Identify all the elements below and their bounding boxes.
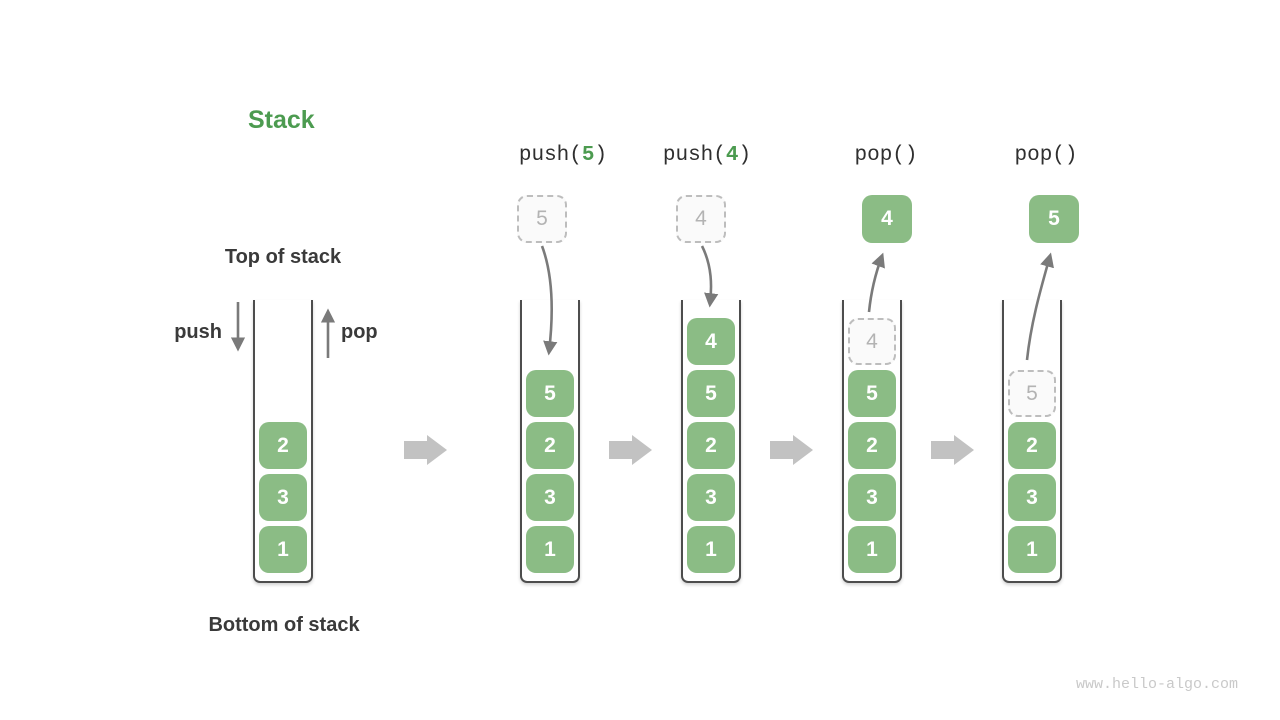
diagram-title: Stack [248,106,315,134]
operation-label-push-4: push(4) [617,144,797,167]
op-suffix: ) [738,144,752,167]
stack-element: 2 [259,422,307,469]
stack-element-ghost: 4 [848,318,896,365]
stack-element: 1 [848,526,896,573]
popped-element-4: 4 [862,195,912,243]
stack-element: 1 [526,526,574,573]
op-prefix: pop( [854,144,905,167]
stack-element: 3 [848,474,896,521]
incoming-element-4: 4 [676,195,726,243]
stack-element: 2 [526,422,574,469]
stack-element: 5 [526,370,574,417]
popped-element-5: 5 [1029,195,1079,243]
watermark: www.hello-algo.com [1075,676,1238,693]
push-label: push [174,321,222,343]
stack-element: 2 [687,422,735,469]
flow-arrow-1 [404,435,447,465]
operation-label-push-5: push(5) [473,144,653,167]
stack-container-after-push-5: 5 2 3 1 [520,300,580,583]
stack-element: 1 [687,526,735,573]
flow-arrow-2 [609,435,652,465]
stack-element: 5 [687,370,735,417]
pop-label: pop [341,321,378,343]
incoming-element-5: 5 [517,195,567,243]
flow-arrow-4 [931,435,974,465]
stack-element: 5 [848,370,896,417]
stack-container-initial: 2 3 1 [253,300,313,583]
op-prefix: pop( [1014,144,1065,167]
stack-element: 3 [526,474,574,521]
op-suffix: ) [594,144,608,167]
stack-element: 2 [1008,422,1056,469]
op-arg: 5 [581,144,595,167]
operation-label-pop-1: pop() [796,144,976,167]
stack-element: 1 [1008,526,1056,573]
op-suffix: ) [904,144,918,167]
bottom-of-stack-label: Bottom of stack [208,614,360,636]
stack-element: 2 [848,422,896,469]
push-4-arrow [700,245,719,308]
stack-element: 3 [259,474,307,521]
operation-label-pop-2: pop() [956,144,1136,167]
stack-element-ghost: 5 [1008,370,1056,417]
stack-container-after-pop-2: 5 2 3 1 [1002,300,1062,583]
stack-element: 1 [259,526,307,573]
op-suffix: ) [1064,144,1078,167]
op-prefix: push( [662,144,726,167]
stack-element: 3 [687,474,735,521]
flow-arrow-3 [770,435,813,465]
stack-element: 3 [1008,474,1056,521]
op-prefix: push( [518,144,582,167]
top-of-stack-label: Top of stack [224,246,342,268]
stack-container-after-push-4: 4 5 2 3 1 [681,300,741,583]
stack-container-after-pop-1: 4 5 2 3 1 [842,300,902,583]
stack-element: 4 [687,318,735,365]
op-arg: 4 [725,144,739,167]
